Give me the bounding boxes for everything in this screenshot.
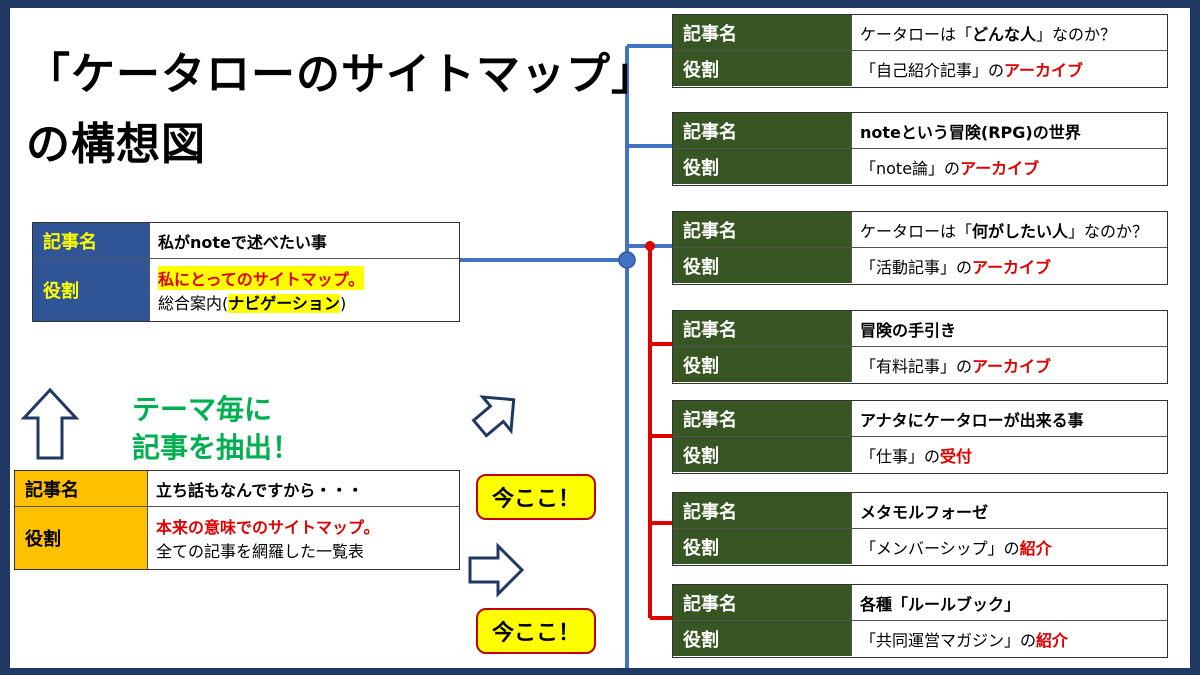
article-name: noteという冒険(RPG)の世界 bbox=[860, 122, 1081, 142]
name-label: 記事名 bbox=[673, 401, 852, 436]
name-label: 記事名 bbox=[673, 311, 852, 346]
article-card: 記事名メタモルフォーゼ 役割「メンバーシップ」の紹介 bbox=[672, 492, 1168, 566]
role-label: 役割 bbox=[673, 437, 852, 472]
name-label: 記事名 bbox=[673, 212, 852, 247]
role-label: 役割 bbox=[673, 347, 852, 382]
diagram-canvas: 「ケータローのサイトマップ」 の構想図 記事名 私がnoteで述べたい事 役割 … bbox=[10, 8, 1190, 668]
article-card: 記事名 noteという冒険(RPG)の世界 役割「note論」のアーカイブ bbox=[672, 112, 1168, 186]
name-label: 記事名 bbox=[673, 15, 852, 50]
article-card: 記事名冒険の手引き 役割「有料記事」のアーカイブ bbox=[672, 310, 1168, 384]
article-role: 「自己紹介記事」のアーカイブ bbox=[860, 60, 1084, 80]
article-name: 冒険の手引き bbox=[860, 320, 957, 340]
role-label: 役割 bbox=[673, 248, 852, 283]
sitemap-role-label: 役割 bbox=[15, 507, 148, 569]
name-label: 記事名 bbox=[673, 113, 852, 148]
role-label: 役割 bbox=[673, 529, 852, 564]
main-role-line2: 総合案内(ナビゲーション) bbox=[158, 294, 347, 313]
theme-text-line1: テーマ毎に bbox=[132, 393, 273, 426]
article-name: ケータローは「どんな人」なのか？ bbox=[860, 24, 1117, 44]
sitemap-name-value: 立ち話もなんですから・・・ bbox=[156, 480, 364, 500]
article-name: メタモルフォーゼ bbox=[860, 502, 989, 522]
blue-junction-dot bbox=[618, 251, 636, 269]
article-role: 「メンバーシップ」の紹介 bbox=[860, 538, 1052, 558]
main-role-label: 役割 bbox=[33, 259, 150, 321]
main-article-card: 記事名 私がnoteで述べたい事 役割 私にとってのサイトマップ。 総合案内(ナ… bbox=[32, 222, 460, 322]
main-name-label: 記事名 bbox=[33, 223, 150, 258]
right-arrow-icon bbox=[468, 542, 525, 598]
article-name: アナタにケータローが出来る事 bbox=[860, 410, 1084, 430]
theme-text-line2: 記事を抽出！ bbox=[132, 431, 301, 464]
role-label: 役割 bbox=[673, 149, 852, 184]
article-card: 記事名アナタにケータローが出来る事 役割「仕事」の受付 bbox=[672, 400, 1168, 474]
article-card: 記事名ケータローは「何がしたい人」なのか？ 役割「活動記事」のアーカイブ bbox=[672, 211, 1168, 285]
name-label: 記事名 bbox=[673, 493, 852, 528]
main-role-line1: 私にとってのサイトマップ。 bbox=[158, 266, 365, 290]
article-name: 各種「ルールブック」 bbox=[860, 594, 1021, 614]
article-card: 記事名各種「ルールブック」 役割「共同運営マガジン」の紹介 bbox=[672, 584, 1168, 658]
sitemap-role-line1: 本来の意味でのサイトマップ。 bbox=[156, 518, 380, 537]
role-label: 役割 bbox=[673, 621, 852, 656]
main-name-value: 私がnoteで述べたい事 bbox=[158, 232, 327, 252]
current-location-callout-2: 今ここ！ bbox=[476, 608, 597, 654]
diagonal-arrow-icon bbox=[471, 395, 516, 438]
article-role: 「共同運営マガジン」の紹介 bbox=[860, 630, 1069, 650]
sitemap-role-line2: 全ての記事を網羅した一覧表 bbox=[156, 542, 365, 561]
article-name: ケータローは「何がしたい人」なのか？ bbox=[860, 221, 1149, 241]
article-role: 「有料記事」のアーカイブ bbox=[860, 356, 1052, 376]
sitemap-article-card: 記事名 立ち話もなんですから・・・ 役割 本来の意味でのサイトマップ。 全ての記… bbox=[14, 470, 460, 570]
article-role: 「活動記事」のアーカイブ bbox=[860, 257, 1052, 277]
current-location-callout-1: 今ここ！ bbox=[476, 474, 597, 520]
sitemap-name-label: 記事名 bbox=[15, 471, 148, 506]
page-title-line2: の構想図 bbox=[26, 119, 206, 170]
up-arrow-icon bbox=[20, 387, 80, 460]
article-role: 「仕事」の受付 bbox=[860, 446, 973, 466]
connector-lines bbox=[20, 44, 672, 668]
article-role: 「note論」のアーカイブ bbox=[860, 158, 1040, 178]
page-title-line1: 「ケータローのサイトマップ」 bbox=[26, 49, 656, 100]
article-card: 記事名ケータローは「どんな人」なのか？ 役割「自己紹介記事」のアーカイブ bbox=[672, 14, 1168, 88]
name-label: 記事名 bbox=[673, 585, 852, 620]
role-label: 役割 bbox=[673, 51, 852, 86]
